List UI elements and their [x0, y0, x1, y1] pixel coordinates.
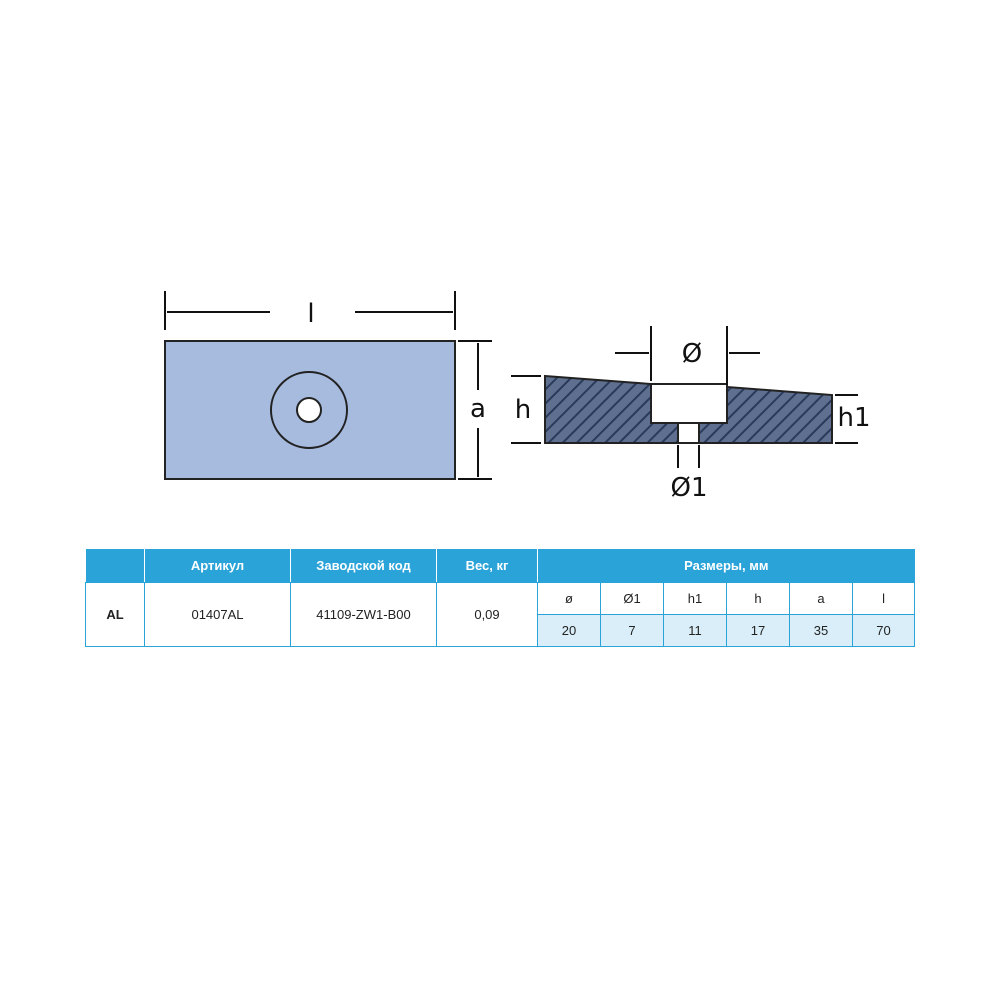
header-weight: Вес, кг — [436, 549, 538, 583]
cell-weight: 0,09 — [436, 582, 538, 647]
dim-value-a: 35 — [789, 614, 853, 647]
cell-article: 01407AL — [144, 582, 291, 647]
dim-value-diameter: 20 — [537, 614, 601, 647]
dim-value-diameter1: 7 — [600, 614, 664, 647]
header-article: Артикул — [144, 549, 291, 583]
dim-header-diameter: ø — [537, 582, 601, 615]
header-dimensions: Размеры, мм — [536, 549, 915, 583]
header-factory-code: Заводской код — [290, 549, 437, 583]
spec-table: Артикул Заводской код Вес, кг Размеры, м… — [85, 549, 916, 647]
cell-factory-code: 41109-ZW1-B00 — [290, 582, 437, 647]
through-hole — [677, 422, 700, 444]
dim-value-h: 17 — [726, 614, 790, 647]
label-h: h — [515, 395, 531, 425]
dim-value-h1: 11 — [663, 614, 727, 647]
dimension-diameter: Ø — [615, 326, 760, 385]
dimension-diameter1: Ø1 — [670, 445, 708, 503]
table-row: 20 7 11 17 35 70 — [86, 614, 916, 647]
dimension-l: l — [164, 291, 456, 330]
dim-header-h: h — [726, 582, 790, 615]
label-diameter1: Ø1 — [670, 473, 707, 503]
table-row: AL 01407AL 41109-ZW1-B00 0,09 ø Ø1 h1 h … — [85, 582, 916, 647]
dim-header-diameter1: Ø1 — [600, 582, 664, 615]
dim-header-l: l — [851, 582, 916, 615]
dim-value-l: 70 — [851, 614, 916, 647]
cell-type: AL — [85, 582, 145, 647]
label-l: l — [307, 299, 314, 329]
top-view — [164, 340, 456, 480]
label-h1: h1 — [837, 403, 870, 433]
bolt-hole — [296, 397, 322, 423]
dimension-a: a — [458, 340, 492, 480]
dimension-h: h — [511, 375, 541, 444]
countersink-ring — [270, 371, 348, 449]
dimension-h1: h1 — [835, 394, 871, 444]
dim-header-a: a — [789, 582, 853, 615]
header-type — [85, 549, 145, 583]
dim-header-h1: h1 — [663, 582, 727, 615]
side-view — [544, 374, 833, 444]
label-a: a — [470, 394, 486, 424]
label-diameter: Ø — [682, 339, 702, 369]
anode-drawing: l a Ø Ø1 h h1 — [164, 291, 871, 503]
table-header-row: Артикул Заводской код Вес, кг Размеры, м… — [85, 549, 915, 583]
counterbore — [650, 383, 728, 424]
